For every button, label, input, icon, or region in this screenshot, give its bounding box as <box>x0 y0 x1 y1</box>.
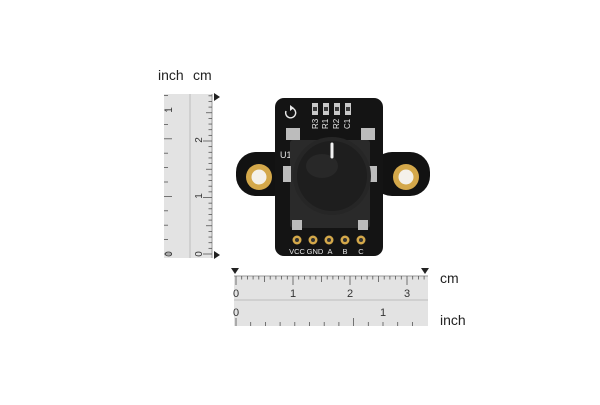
horizontal-ruler: 0 1 2 3 0 1 <box>231 268 429 326</box>
ruler-arrow-icon <box>214 251 220 259</box>
v-cm-tick-1: 1 <box>194 193 205 199</box>
silk-c1: C1 <box>343 118 352 129</box>
pin-label-vcc: VCC <box>289 247 305 256</box>
pin-label-c: C <box>358 247 364 256</box>
vertical-ruler: 1 0 2 1 0 <box>164 93 220 259</box>
h-cm-tick-3: 3 <box>404 288 410 300</box>
pin-label-gnd: GND <box>307 247 324 256</box>
vertical-ruler-body <box>164 94 212 258</box>
h-ruler-unit-cm: cm <box>440 270 459 286</box>
v-inch-tick-0: 0 <box>164 251 175 257</box>
h-cm-tick-1: 1 <box>290 288 296 300</box>
v-inch-tick-1: 1 <box>164 107 175 113</box>
h-cm-tick-0: 0 <box>233 288 239 300</box>
h-inch-tick-0: 0 <box>233 307 239 319</box>
silk-u1: U1 <box>280 150 292 160</box>
ruler-arrow-icon <box>421 268 429 274</box>
h-inch-tick-1: 1 <box>380 307 386 319</box>
v-cm-tick-0: 0 <box>194 251 205 257</box>
pin-label-a: A <box>327 247 332 256</box>
pin-label-b: B <box>342 247 347 256</box>
silk-r3: R3 <box>311 118 320 129</box>
smd-components <box>312 103 351 115</box>
v-ruler-unit-inch: inch <box>158 67 184 83</box>
silk-r1: R1 <box>321 118 330 129</box>
pin-header <box>292 235 366 245</box>
ruler-arrow-icon <box>231 268 239 274</box>
v-ruler-unit-cm: cm <box>193 67 212 83</box>
encoder-board: R3 R1 R2 C1 U1 VCC GND A B C <box>236 98 430 256</box>
horizontal-ruler-body <box>234 276 428 326</box>
ruler-arrow-icon <box>214 93 220 101</box>
silk-r2: R2 <box>332 118 341 129</box>
rotate-icon <box>284 105 297 119</box>
h-ruler-unit-inch: inch <box>440 312 466 328</box>
v-cm-tick-2: 2 <box>194 137 205 143</box>
h-cm-tick-2: 2 <box>347 288 353 300</box>
